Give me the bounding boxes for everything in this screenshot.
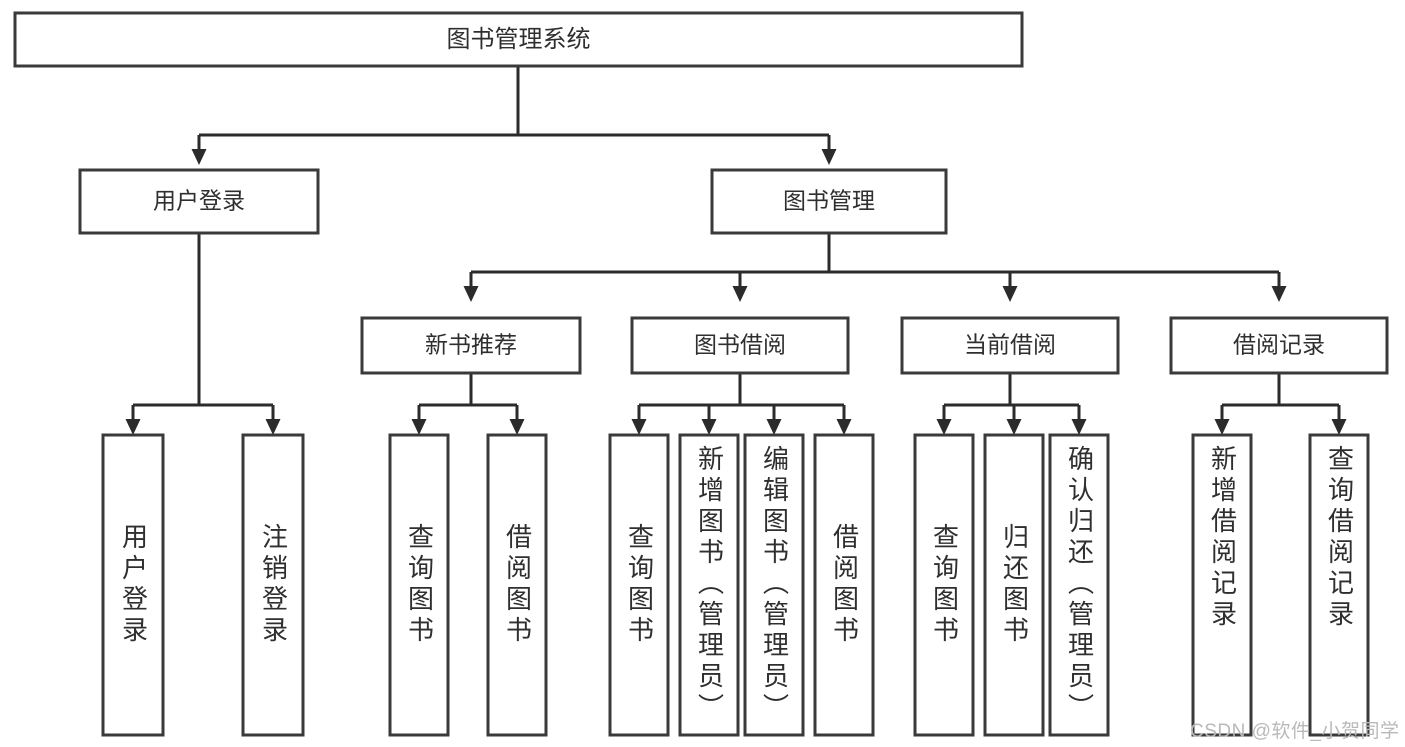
edge-arrowhead-book_borrow_to_leaves-1 [701, 419, 717, 435]
node-box-leaf-leaf-edit-book[interactable] [743, 433, 805, 737]
node-box-leaf-leaf-borrow-book-1[interactable] [486, 433, 548, 737]
edge-arrowhead-new_book_to_leaves-1 [509, 419, 525, 435]
node-box-user-login[interactable] [78, 168, 320, 235]
edge-layer [125, 66, 1347, 435]
node-box-leaf-leaf-add-record[interactable] [1191, 433, 1253, 737]
edge-arrowhead-level1_to_level2-3 [1271, 286, 1287, 302]
node-box-leaf-leaf-query-record[interactable] [1308, 433, 1370, 737]
node-box-leaf-leaf-query-book-1[interactable] [388, 433, 450, 737]
node-box-leaf-leaf-add-book[interactable] [678, 433, 740, 737]
edge-arrowhead-book_borrow_to_leaves-2 [766, 419, 782, 435]
node-box-root[interactable] [13, 11, 1024, 68]
edge-arrowhead-level1_to_level2-2 [1002, 286, 1018, 302]
node-box-leaf-leaf-borrow-book-2[interactable] [813, 433, 875, 737]
node-box-current-borrow[interactable] [900, 316, 1120, 375]
node-box-leaf-leaf-logout[interactable] [241, 433, 305, 737]
edge-arrowhead-user_login_to_leaves-1 [265, 419, 281, 435]
node-label-user-login: 用户登录 [153, 188, 245, 214]
node-box-leaf-leaf-return-book[interactable] [983, 433, 1045, 737]
node-label-book-manage: 图书管理 [783, 188, 875, 214]
node-label-current-borrow: 当前借阅 [964, 332, 1056, 358]
edge-arrowhead-new_book_to_leaves-0 [411, 419, 427, 435]
node-box-leaf-leaf-query-book-3[interactable] [913, 433, 975, 737]
edge-arrowhead-user_login_to_leaves-0 [125, 419, 141, 435]
node-label-root: 图书管理系统 [447, 26, 591, 53]
node-box-book-borrow[interactable] [630, 316, 850, 375]
node-box-leaf-leaf-query-book-2[interactable] [608, 433, 670, 737]
edge-arrowhead-borrow_record_to_leaves-1 [1331, 419, 1347, 435]
node-label-book-borrow: 图书借阅 [694, 332, 786, 358]
edge-arrowhead-current_borrow_to_leaves-1 [1006, 419, 1022, 435]
node-box-book-manage[interactable] [710, 168, 948, 235]
edge-arrowhead-level1_to_level2-1 [732, 286, 748, 302]
edge-arrowhead-current_borrow_to_leaves-2 [1071, 419, 1087, 435]
edge-arrowhead-current_borrow_to_leaves-0 [936, 419, 952, 435]
edge-arrowhead-book_borrow_to_leaves-3 [836, 419, 852, 435]
edge-arrowhead-level1_to_level2-0 [463, 286, 479, 302]
edge-arrowhead-borrow_record_to_leaves-0 [1214, 419, 1230, 435]
node-box-borrow-record[interactable] [1169, 316, 1389, 375]
node-box-leaf-leaf-confirm-return[interactable] [1048, 433, 1110, 737]
edge-arrowhead-root_to_level1-0 [191, 149, 207, 165]
node-box-new-book-rec[interactable] [360, 316, 582, 375]
node-box-layer [13, 11, 1389, 737]
node-box-leaf-leaf-user-login[interactable] [101, 433, 165, 737]
node-label-new-book-rec: 新书推荐 [425, 332, 517, 358]
node-label-borrow-record: 借阅记录 [1233, 332, 1325, 358]
edge-arrowhead-root_to_level1-1 [821, 149, 837, 165]
edge-arrowhead-book_borrow_to_leaves-0 [631, 419, 647, 435]
